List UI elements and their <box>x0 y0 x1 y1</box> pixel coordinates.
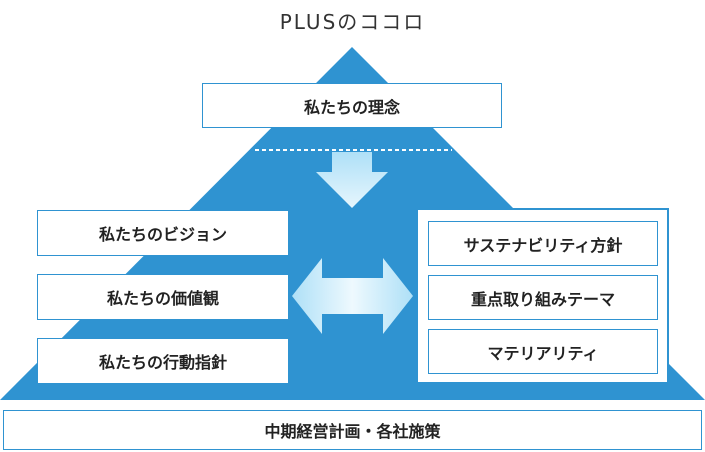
materiality-box: マテリアリティ <box>428 329 658 374</box>
diagram-title: PLUSのココロ <box>279 10 426 34</box>
base-box: 中期経営計画・各社施策 <box>3 410 702 450</box>
down-arrow-icon <box>316 152 388 208</box>
philosophy-box: 私たちの理念 <box>202 83 502 128</box>
vision-box: 私たちのビジョン <box>37 210 289 256</box>
code-of-conduct-box: 私たちの行動指針 <box>37 338 289 384</box>
double-arrow-icon <box>292 258 413 334</box>
priority-themes-box: 重点取り組みテーマ <box>428 275 658 320</box>
values-box: 私たちの価値観 <box>37 274 289 320</box>
sustainability-policy-box: サステナビリティ方針 <box>428 221 658 266</box>
